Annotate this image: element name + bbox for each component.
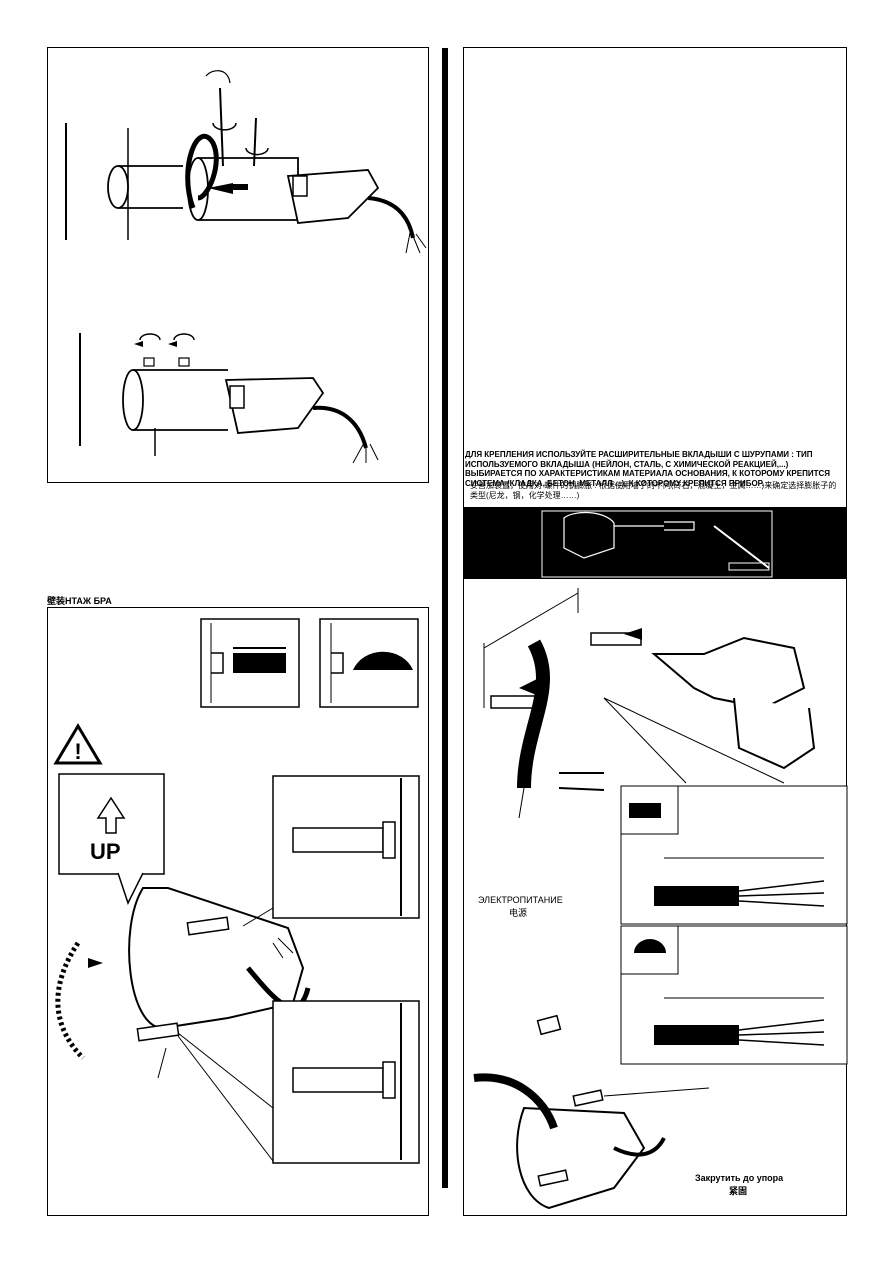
column-divider [442, 48, 448, 1188]
tighten-zh: 紧固 [729, 1186, 748, 1196]
installation-illustration [473, 510, 848, 1210]
wall-mount-panel: ! UP [47, 607, 429, 1216]
installation-panel: ДЛЯ КРЕПЛЕНИЯ ИСПОЛЬЗУЙТЕ РАСШИРИТЕЛЬНЫЕ… [463, 47, 848, 1216]
power-supply-ru: ЭЛЕКТРОПИТАНИЕ [478, 895, 563, 905]
tighten-ru: Закрутить до упора [695, 1173, 784, 1183]
svg-text:!: ! [74, 739, 81, 764]
notice-zh-text: 妥善加装置，使用对 螺件的钢膨胀 : 根据使用墙子的不同(砖石，混凝土，金属……… [470, 481, 837, 500]
notice-ru-text: ДЛЯ КРЕПЛЕНИЯ ИСПОЛЬЗУЙТЕ РАСШИРИТЕЛЬНЫЕ… [465, 450, 830, 488]
pipe-mount-illustration [65, 70, 427, 464]
wall-mount-illustration: ! [53, 618, 420, 1164]
power-supply-zh: 电源 [509, 908, 528, 918]
section-title: 壁装НТАЖ БРА [47, 596, 112, 606]
up-label: UP [90, 839, 121, 864]
pipe-mount-panel [47, 47, 429, 483]
